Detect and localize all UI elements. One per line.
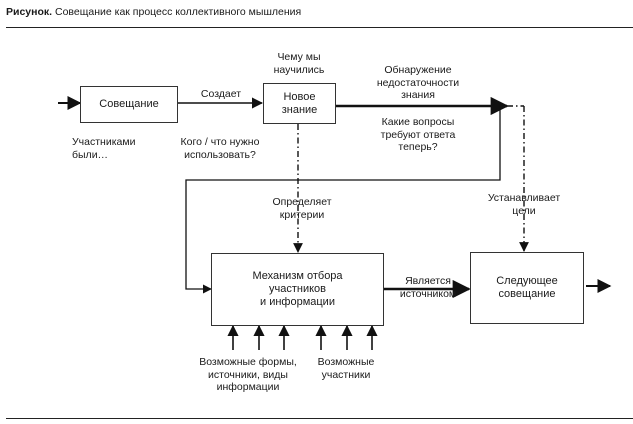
new-knowledge-box-label: Новое знание bbox=[281, 90, 318, 116]
caption-text: Совещание как процесс коллективного мышл… bbox=[55, 6, 302, 18]
possible-forms-label: Возможные формы, источники, виды информа… bbox=[199, 356, 297, 393]
creates-label: Создает bbox=[200, 88, 242, 100]
participants-were-label: Участниками были… bbox=[72, 136, 136, 161]
who-what-use-label: Кого / что нужно использовать? bbox=[180, 136, 260, 161]
next-meeting-box: Следующее совещание bbox=[470, 252, 584, 324]
what-we-learned-label: Чему мы научились bbox=[273, 51, 325, 76]
sets-goals-label: Устанавливает цели bbox=[487, 192, 561, 217]
defines-criteria-label: Определяет критерии bbox=[272, 196, 332, 221]
meeting-box-label: Совещание bbox=[99, 98, 159, 110]
new-knowledge-box: Новое знание bbox=[263, 83, 336, 124]
which-questions-label: Какие вопросы требуют ответа теперь? bbox=[380, 116, 456, 153]
caption-prefix: Рисунок. bbox=[6, 6, 53, 18]
figure-caption: Рисунок. Совещание как процесс коллектив… bbox=[6, 6, 301, 18]
knowledge-gap-label: Обнаружение недостаточности знания bbox=[376, 64, 460, 101]
selection-mechanism-box: Механизм отбора участников и информации bbox=[211, 253, 384, 326]
meeting-box: Совещание bbox=[80, 86, 178, 123]
selection-mechanism-box-label: Механизм отбора участников и информации bbox=[252, 270, 343, 308]
bottom-rule bbox=[6, 418, 633, 419]
feedback-loop-arrow bbox=[185, 106, 501, 294]
is-source-label: Является источником bbox=[399, 275, 457, 300]
next-meeting-box-label: Следующее совещание bbox=[496, 275, 558, 300]
top-rule bbox=[6, 27, 633, 28]
possible-participants-label: Возможные участники bbox=[317, 356, 375, 381]
